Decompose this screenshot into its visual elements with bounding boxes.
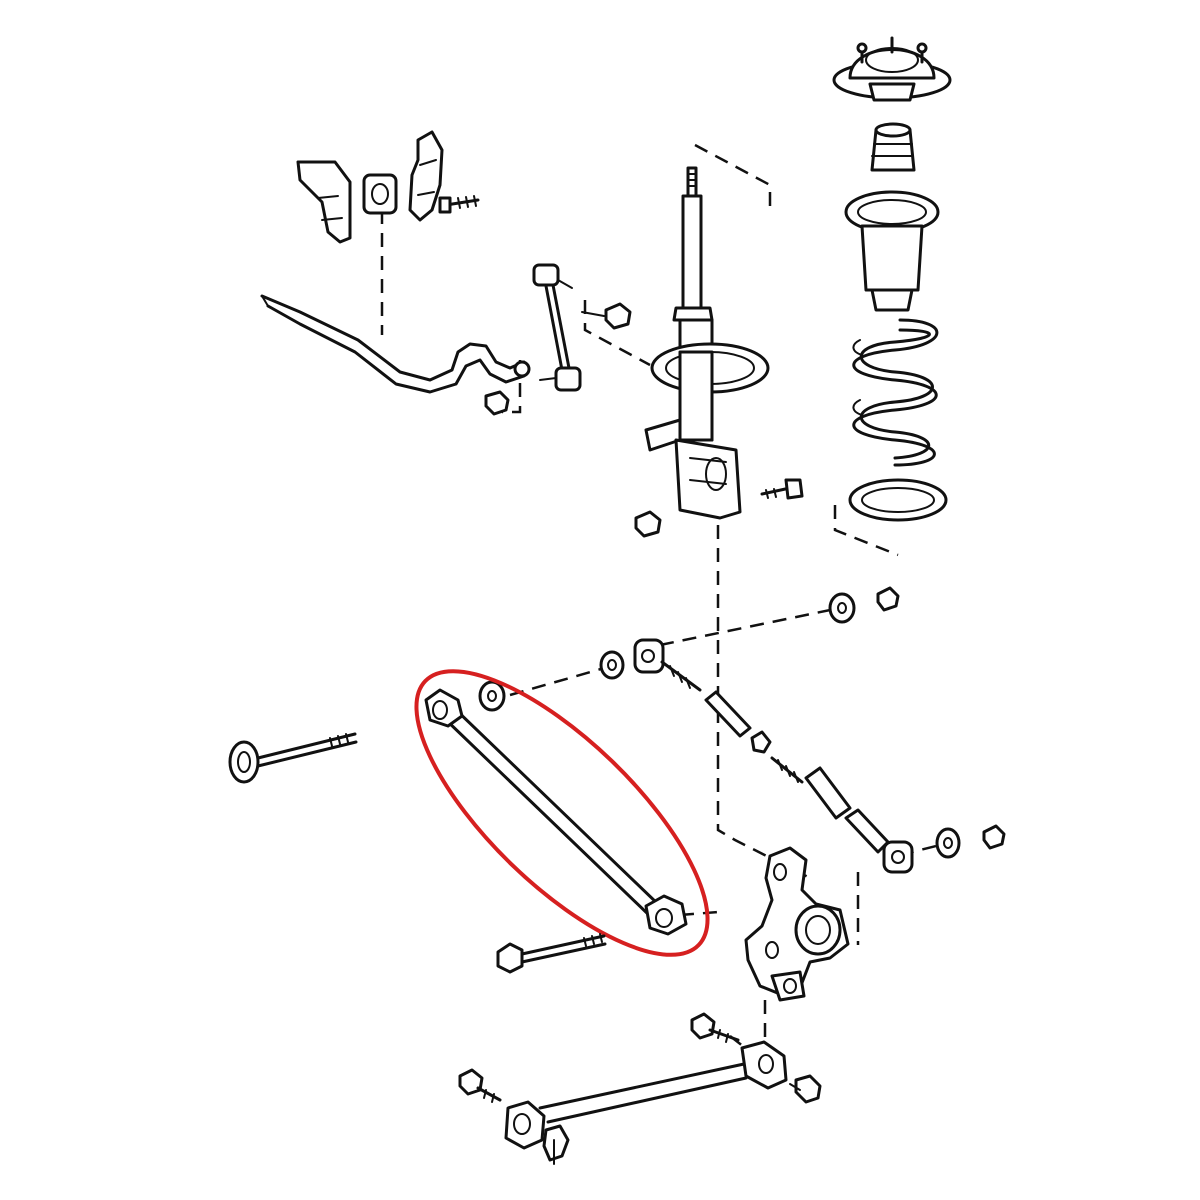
washer-left-arm xyxy=(478,680,506,712)
lateral-control-arm xyxy=(424,688,688,936)
trailing-arm-bolt-left xyxy=(458,1068,502,1103)
stabilizer-bracket-left xyxy=(296,160,352,244)
stabilizer-bar xyxy=(260,294,531,394)
trailing-arm-nut xyxy=(789,1074,822,1104)
lateral-arm-bolt xyxy=(496,933,607,974)
long-bolt-left xyxy=(228,732,358,784)
highlight-ellipse xyxy=(414,669,710,957)
stabilizer-link xyxy=(532,263,582,392)
stabilizer-nut xyxy=(484,390,510,416)
parking-brake-cable-clip xyxy=(542,1124,570,1165)
bump-stopper xyxy=(870,122,916,172)
spring-upper-insulator xyxy=(844,190,940,312)
bracket-bolt xyxy=(438,195,480,214)
upper-support-mount xyxy=(832,36,952,102)
adjustable-control-arm xyxy=(633,638,914,874)
stabilizer-bracket-right xyxy=(408,130,444,222)
shock-absorber xyxy=(644,166,770,520)
nut-upper-right xyxy=(876,586,900,612)
strut-nut xyxy=(634,510,662,538)
strut-bolt xyxy=(760,478,804,500)
washer-upper-right xyxy=(828,592,856,624)
nut-right-lower xyxy=(982,824,1006,850)
washer-right-lower xyxy=(935,827,961,859)
stabilizer-bushing xyxy=(362,173,398,215)
trailing-arm-bolt-top xyxy=(690,1012,740,1043)
trailing-arm xyxy=(504,1040,788,1150)
washer-mid xyxy=(599,650,625,680)
coil-spring xyxy=(852,318,939,467)
spring-lower-insulator xyxy=(848,478,948,522)
rear-axle-carrier xyxy=(744,846,850,1002)
link-nut xyxy=(581,302,632,330)
